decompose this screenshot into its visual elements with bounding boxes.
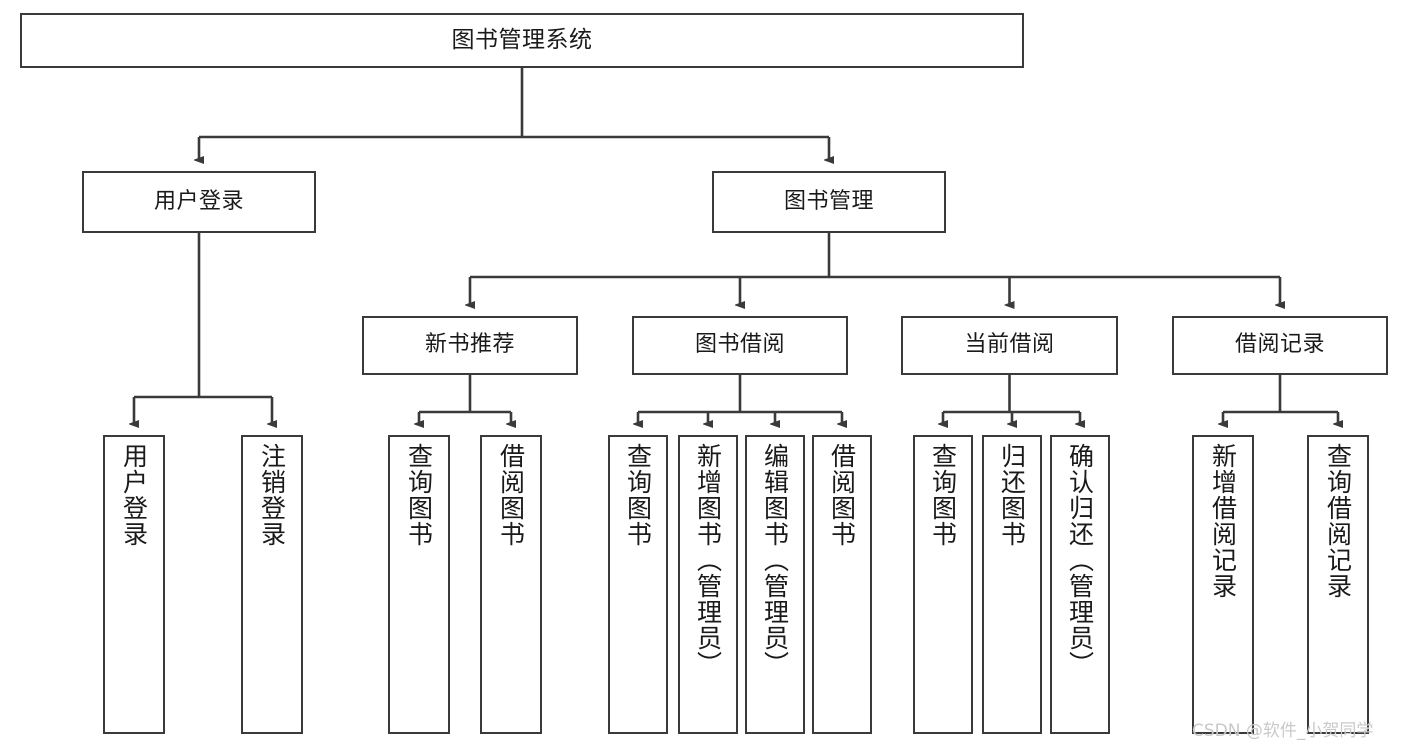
node-label: 图书管理系统: [451, 26, 593, 53]
leaf-node[interactable]: 注销登录: [241, 435, 303, 734]
node-label: 新增借阅记录: [1208, 443, 1238, 599]
node-label: 用户登录: [153, 188, 244, 214]
leaf-node[interactable]: 借阅图书: [480, 435, 542, 734]
node-label: 当前借阅: [964, 332, 1055, 358]
node-label: 查询图书: [928, 443, 958, 547]
node-label: 借阅图书: [496, 443, 526, 547]
node-label: 图书借阅: [694, 332, 785, 358]
leaf-node[interactable]: 编辑图书（管理员）: [745, 435, 805, 734]
node-label: 确认归还（管理员）: [1065, 443, 1095, 677]
node-label: 图书管理: [783, 188, 874, 214]
node-label: 归还图书: [997, 443, 1027, 547]
leaf-node[interactable]: 查询图书: [913, 435, 973, 734]
node-label: 查询借阅记录: [1323, 443, 1353, 599]
node-label: 借阅记录: [1234, 332, 1325, 358]
node-label: 注销登录: [257, 443, 287, 547]
level3-node[interactable]: 图书借阅: [632, 316, 848, 375]
node-label: 新增图书（管理员）: [693, 443, 723, 677]
level3-node[interactable]: 借阅记录: [1172, 316, 1388, 375]
node-label: 编辑图书（管理员）: [760, 443, 790, 677]
level3-node[interactable]: 当前借阅: [901, 316, 1118, 375]
level2-node[interactable]: 图书管理: [712, 171, 946, 233]
node-label: 查询图书: [623, 443, 653, 547]
leaf-node[interactable]: 确认归还（管理员）: [1050, 435, 1110, 734]
node-label: 新书推荐: [424, 332, 515, 358]
root-node[interactable]: 图书管理系统: [20, 13, 1024, 68]
leaf-node[interactable]: 新增借阅记录: [1192, 435, 1254, 734]
leaf-node[interactable]: 新增图书（管理员）: [678, 435, 738, 734]
level3-node[interactable]: 新书推荐: [362, 316, 578, 375]
leaf-node[interactable]: 借阅图书: [812, 435, 872, 734]
node-label: 用户登录: [119, 443, 149, 547]
leaf-node[interactable]: 查询图书: [388, 435, 450, 734]
csdn-watermark: CSDN @软件_小贺同学: [1192, 721, 1374, 741]
node-label: 查询图书: [404, 443, 434, 547]
leaf-node[interactable]: 查询借阅记录: [1307, 435, 1369, 734]
leaf-node[interactable]: 用户登录: [103, 435, 165, 734]
leaf-node[interactable]: 查询图书: [608, 435, 668, 734]
leaf-node[interactable]: 归还图书: [982, 435, 1042, 734]
level2-node[interactable]: 用户登录: [82, 171, 316, 233]
node-label: 借阅图书: [827, 443, 857, 547]
